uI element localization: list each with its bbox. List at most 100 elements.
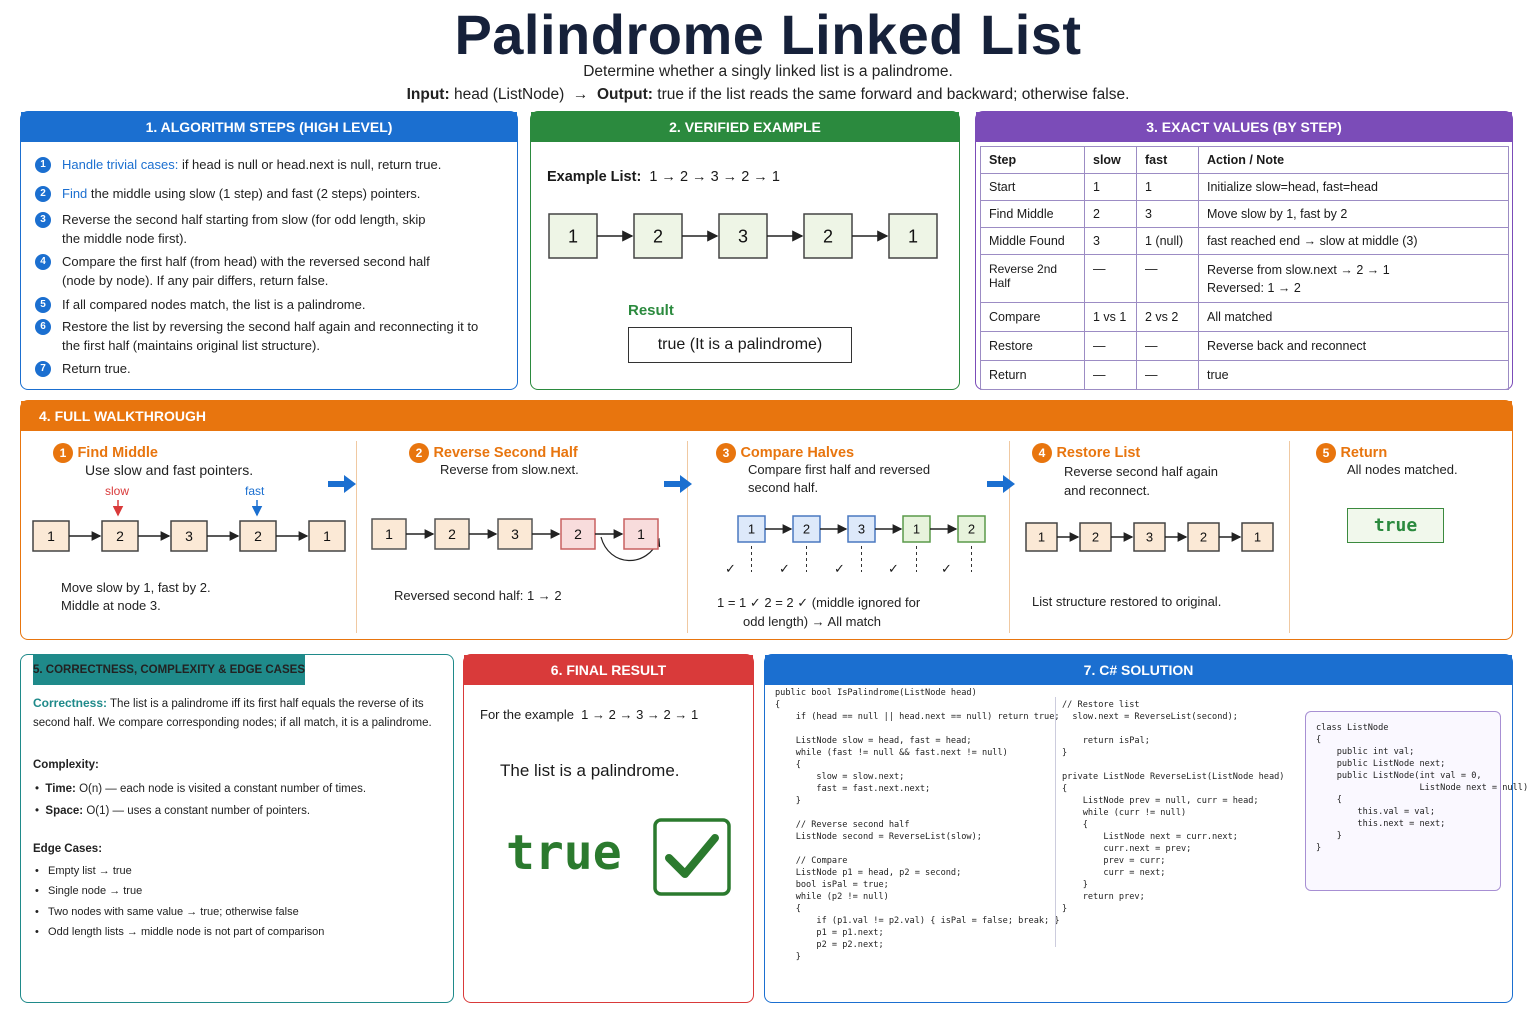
table-cell: Initialize slow=head, fast=head bbox=[1198, 173, 1509, 201]
step-number: 6 bbox=[35, 319, 51, 335]
table-cell: — bbox=[1084, 331, 1137, 361]
step-number: 1 bbox=[35, 157, 51, 173]
table-cell: 2 bbox=[1084, 200, 1137, 228]
step-foot-2: Middle at node 3. bbox=[61, 598, 161, 613]
table-cell: Find Middle bbox=[980, 200, 1085, 228]
step-title: Compare Halves bbox=[740, 445, 855, 461]
list-node-value: 2 bbox=[653, 226, 663, 246]
list-node-box bbox=[792, 515, 821, 543]
table-cell: — bbox=[1084, 254, 1137, 303]
output-value: true if the list reads the same forward … bbox=[657, 86, 1130, 103]
walk-step-1-title: 1 Find Middle bbox=[53, 443, 158, 463]
table-cell: Return bbox=[980, 360, 1085, 390]
checkmark-icon bbox=[653, 818, 731, 896]
table-cell: Reverse back and reconnect bbox=[1198, 331, 1509, 361]
list-node-value: 2 bbox=[254, 528, 262, 544]
step-number: 1 bbox=[53, 443, 73, 463]
page-title: Palindrome Linked List bbox=[454, 3, 1082, 66]
step-foot: 1 = 1 ✓ 2 = 2 ✓ (middle ignored for bbox=[717, 595, 921, 610]
table-cell: Reverse 2nd Half bbox=[980, 254, 1085, 303]
panel-title: 7. C# SOLUTION bbox=[765, 655, 1512, 685]
flow-arrow-icon bbox=[987, 475, 1015, 493]
list-node-box bbox=[497, 518, 533, 550]
step-desc-2: and reconnect. bbox=[1064, 483, 1151, 498]
table-header-row: Step slow fast Action / Note bbox=[980, 146, 1509, 174]
divider bbox=[1289, 441, 1290, 633]
edge-case-text: Odd length lists → middle node is not pa… bbox=[48, 926, 325, 938]
list-node-value: 2 bbox=[968, 522, 975, 537]
panel-title: 2. VERIFIED EXAMPLE bbox=[531, 112, 959, 142]
edge-cases-label: Edge Cases: bbox=[33, 843, 103, 855]
input-value: head (ListNode) bbox=[453, 86, 565, 103]
step-desc-2: second half. bbox=[748, 480, 819, 495]
return-value: true bbox=[1347, 508, 1444, 543]
final-result-panel: 6. FINAL RESULT For the example 1 → 2 → … bbox=[463, 654, 754, 1003]
reverse-note: Reverse from slow.next → 2 → 1 bbox=[1207, 263, 1390, 277]
list-node-value: 3 bbox=[1146, 530, 1153, 545]
list-node-value: 1 bbox=[385, 526, 393, 542]
list-node-value: 1 bbox=[913, 522, 920, 537]
list-node-box bbox=[101, 520, 139, 552]
panel-title: 6. FINAL RESULT bbox=[464, 655, 753, 685]
table-cell: Restore bbox=[980, 331, 1085, 361]
panel-title: 5. CORRECTNESS, COMPLEXITY & EDGE CASES bbox=[33, 655, 306, 685]
table-row: Reverse 2nd Half——Reverse from slow.next… bbox=[980, 254, 1509, 303]
check-row: ✓ ✓ ✓ ✓ ✓ bbox=[688, 561, 1009, 581]
exact-values-panel: 3. EXACT VALUES (BY STEP) Step slow fast… bbox=[975, 111, 1513, 390]
check-icon: ✓ bbox=[725, 561, 736, 576]
walk-step-5-title: 5 Return bbox=[1316, 443, 1387, 463]
table-cell: — bbox=[1136, 331, 1199, 361]
result-label: Result bbox=[628, 302, 674, 319]
divider bbox=[1055, 697, 1056, 947]
check-icon: ✓ bbox=[779, 561, 790, 576]
table-header: Action / Note bbox=[1198, 146, 1509, 174]
page-subtitle: Determine whether a singly linked list i… bbox=[583, 63, 953, 80]
step-foot: Reversed second half: 1 → 2 bbox=[394, 588, 562, 603]
step-text: Compare the first half (from head) with … bbox=[62, 254, 430, 288]
table-cell: Compare bbox=[980, 302, 1085, 332]
step-lead: Handle trivial cases: bbox=[62, 157, 179, 172]
code-main: public bool IsPalindrome(ListNode head) … bbox=[775, 688, 1060, 962]
panel-title: 4. FULL WALKTHROUGH bbox=[21, 401, 1512, 431]
list-node-value: 1 bbox=[1038, 530, 1045, 545]
divider bbox=[687, 441, 688, 633]
list-node-value: 2 bbox=[116, 528, 124, 544]
table-cell: Move slow by 1, fast by 2 bbox=[1198, 200, 1509, 228]
table-cell: Start bbox=[980, 173, 1085, 201]
list-node-box bbox=[170, 520, 208, 552]
final-statement: The list is a palindrome. bbox=[500, 761, 680, 780]
correctness-label: Correctness: bbox=[33, 696, 108, 710]
step-foot-2: odd length) → All match bbox=[743, 614, 882, 629]
walk-step-4-title: 4 Restore List bbox=[1032, 443, 1140, 463]
example-list-line: Example List: 1 → 2 → 3 → 2 → 1 bbox=[547, 169, 780, 185]
table-row: Return——true bbox=[980, 360, 1509, 390]
check-icon: ✓ bbox=[834, 561, 845, 576]
list-node-value: 2 bbox=[823, 226, 833, 246]
step-number: 3 bbox=[35, 212, 51, 228]
walk-step-3-title: 3 Compare Halves bbox=[716, 443, 854, 463]
class-box: class ListNode { public int val; public … bbox=[1305, 711, 1528, 891]
step-number: 7 bbox=[35, 361, 51, 377]
divider bbox=[356, 441, 357, 633]
edge-case-item: • Single node → true bbox=[35, 885, 143, 897]
list-node-value: 3 bbox=[858, 522, 865, 537]
table-cell: Middle Found bbox=[980, 227, 1085, 255]
step-desc: Reverse second half again bbox=[1064, 464, 1218, 479]
list-node-box bbox=[1079, 522, 1112, 552]
divider bbox=[1009, 441, 1010, 633]
step-number: 2 bbox=[35, 186, 51, 202]
time-text: O(n) — each node is visited a constant n… bbox=[75, 783, 367, 795]
correctness-text: The list is a palindrome iff its first h… bbox=[107, 698, 424, 710]
list-node-box bbox=[902, 515, 931, 543]
list-node-box bbox=[32, 520, 70, 552]
step-title: Find Middle bbox=[77, 445, 158, 461]
table-header: slow bbox=[1084, 146, 1137, 174]
walkthrough-panel: 4. FULL WALKTHROUGH 1 Find Middle Use sl… bbox=[20, 400, 1513, 640]
table-cell: 1 bbox=[1084, 173, 1137, 201]
